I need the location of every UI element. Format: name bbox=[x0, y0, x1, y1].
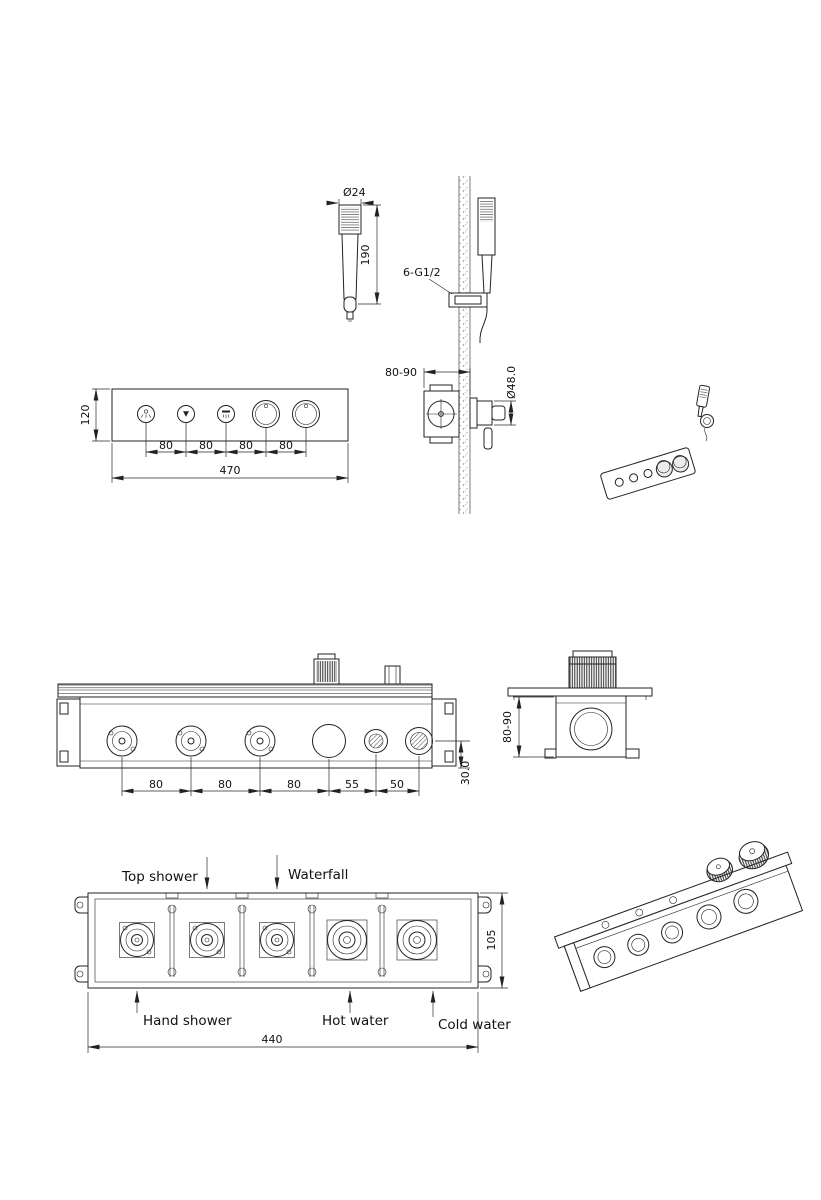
mounting-depth-label: 80-90 bbox=[385, 366, 417, 379]
valve-body-side-view: 80-90 bbox=[501, 650, 653, 759]
dim-port-spacings: 80 80 80 80 bbox=[145, 423, 307, 457]
spacing-label: 80 bbox=[279, 439, 293, 452]
valve-stem-small bbox=[384, 665, 401, 685]
spacing-label: 80 bbox=[287, 778, 301, 791]
button-waterfall bbox=[217, 405, 235, 423]
dim-center-to-bottom: 30.0 bbox=[435, 740, 472, 786]
side-body bbox=[544, 695, 640, 759]
trim-hole-diameter-label: Ø48.0 bbox=[505, 366, 518, 399]
end-bracket-left bbox=[56, 698, 81, 767]
trim-plate-front-view: 120 bbox=[79, 388, 349, 483]
in-wall-valve-section bbox=[423, 384, 460, 444]
ports-3d bbox=[593, 888, 759, 969]
spacing-label: 80 bbox=[149, 778, 163, 791]
button-hand-shower bbox=[137, 405, 155, 423]
hand-shower-label: Hand shower bbox=[143, 1013, 232, 1029]
hanging-hand-shower bbox=[477, 197, 496, 344]
port bbox=[364, 729, 388, 753]
spacing-label: 55 bbox=[345, 778, 359, 791]
hand-shower-body bbox=[338, 204, 362, 322]
dim-mounting-depth: 80-90 bbox=[501, 696, 554, 758]
center-to-bottom-label: 30.0 bbox=[459, 761, 472, 786]
body-width-label: 440 bbox=[262, 1033, 283, 1046]
head-length-label: 190 bbox=[359, 245, 372, 266]
port-cold-water bbox=[396, 919, 438, 961]
knob-volume bbox=[292, 400, 320, 428]
rough-in-body bbox=[87, 892, 479, 989]
head-diameter-label: Ø24 bbox=[343, 186, 366, 199]
side-flange bbox=[507, 687, 653, 697]
internal-details bbox=[165, 892, 389, 977]
body-height-label: 105 bbox=[485, 930, 498, 951]
spacing-label: 80 bbox=[218, 778, 232, 791]
port-hand-shower bbox=[119, 922, 155, 958]
port bbox=[405, 727, 433, 755]
top-shower-label: Top shower bbox=[121, 869, 198, 885]
wall-section-view: 6-G1/2 80-90 bbox=[385, 176, 518, 514]
trim-plate bbox=[111, 388, 349, 442]
spacing-label: 80 bbox=[239, 439, 253, 452]
dim-head-diameter: Ø24 bbox=[326, 186, 374, 208]
outlet-thread-label: 6-G1/2 bbox=[403, 266, 441, 279]
hand-shower-front-view: Ø24 190 bbox=[326, 186, 381, 322]
dim-body-height: 105 bbox=[480, 892, 508, 989]
knob-3d bbox=[738, 841, 770, 870]
mounting-ear bbox=[74, 965, 89, 983]
dim-plate-width: 470 bbox=[111, 443, 349, 483]
port-hot-water bbox=[326, 919, 368, 961]
mounting-rail bbox=[57, 683, 433, 698]
trim-plate-perspective-view bbox=[600, 447, 696, 500]
cold-water-label: Cold water bbox=[438, 1017, 511, 1033]
port-waterfall bbox=[259, 922, 295, 958]
wall bbox=[458, 176, 471, 514]
trim-handle-section bbox=[469, 397, 506, 450]
end-bracket-right bbox=[431, 698, 457, 767]
dim-port-spacings: 80 80 80 55 50 bbox=[121, 754, 420, 796]
knurled-knob bbox=[568, 650, 617, 689]
shower-holder-bracket bbox=[448, 292, 488, 308]
port bbox=[175, 725, 207, 757]
waterfall-label: Waterfall bbox=[288, 867, 348, 883]
spacing-label: 80 bbox=[159, 439, 173, 452]
mounting-ear bbox=[477, 965, 492, 983]
spacing-label: 80 bbox=[199, 439, 213, 452]
port-top-shower bbox=[189, 922, 225, 958]
button-top-shower bbox=[177, 405, 195, 423]
hand-shower-perspective-view bbox=[696, 384, 714, 442]
dim-body-width: 440 bbox=[87, 992, 479, 1053]
valve-stem-large bbox=[313, 653, 340, 685]
port bbox=[106, 725, 138, 757]
dim-plate-height: 120 bbox=[79, 388, 110, 442]
valve-3d-perspective-view bbox=[553, 841, 804, 992]
plate-height-label: 120 bbox=[79, 405, 92, 426]
dim-head-length: 190 bbox=[358, 204, 381, 305]
dim-mounting-depth: 80-90 bbox=[385, 366, 471, 395]
port bbox=[312, 724, 346, 758]
knob-3d bbox=[706, 857, 734, 883]
spacing-label: 50 bbox=[390, 778, 404, 791]
thread-callout: 6-G1/2 bbox=[403, 266, 453, 295]
knob-temperature bbox=[252, 400, 280, 428]
hot-water-label: Hot water bbox=[322, 1013, 389, 1029]
rough-in-front-view: Top shower Waterfall bbox=[74, 855, 511, 1053]
dim-trim-hole-diameter: Ø48.0 bbox=[494, 366, 518, 426]
mounting-depth-label: 80-90 bbox=[501, 711, 514, 743]
valve-body-front-view: 80 80 80 55 50 30.0 bbox=[56, 653, 472, 796]
port bbox=[244, 725, 276, 757]
mounting-ear bbox=[74, 896, 89, 914]
mounting-ear bbox=[477, 896, 492, 914]
plate-width-label: 470 bbox=[220, 464, 241, 477]
